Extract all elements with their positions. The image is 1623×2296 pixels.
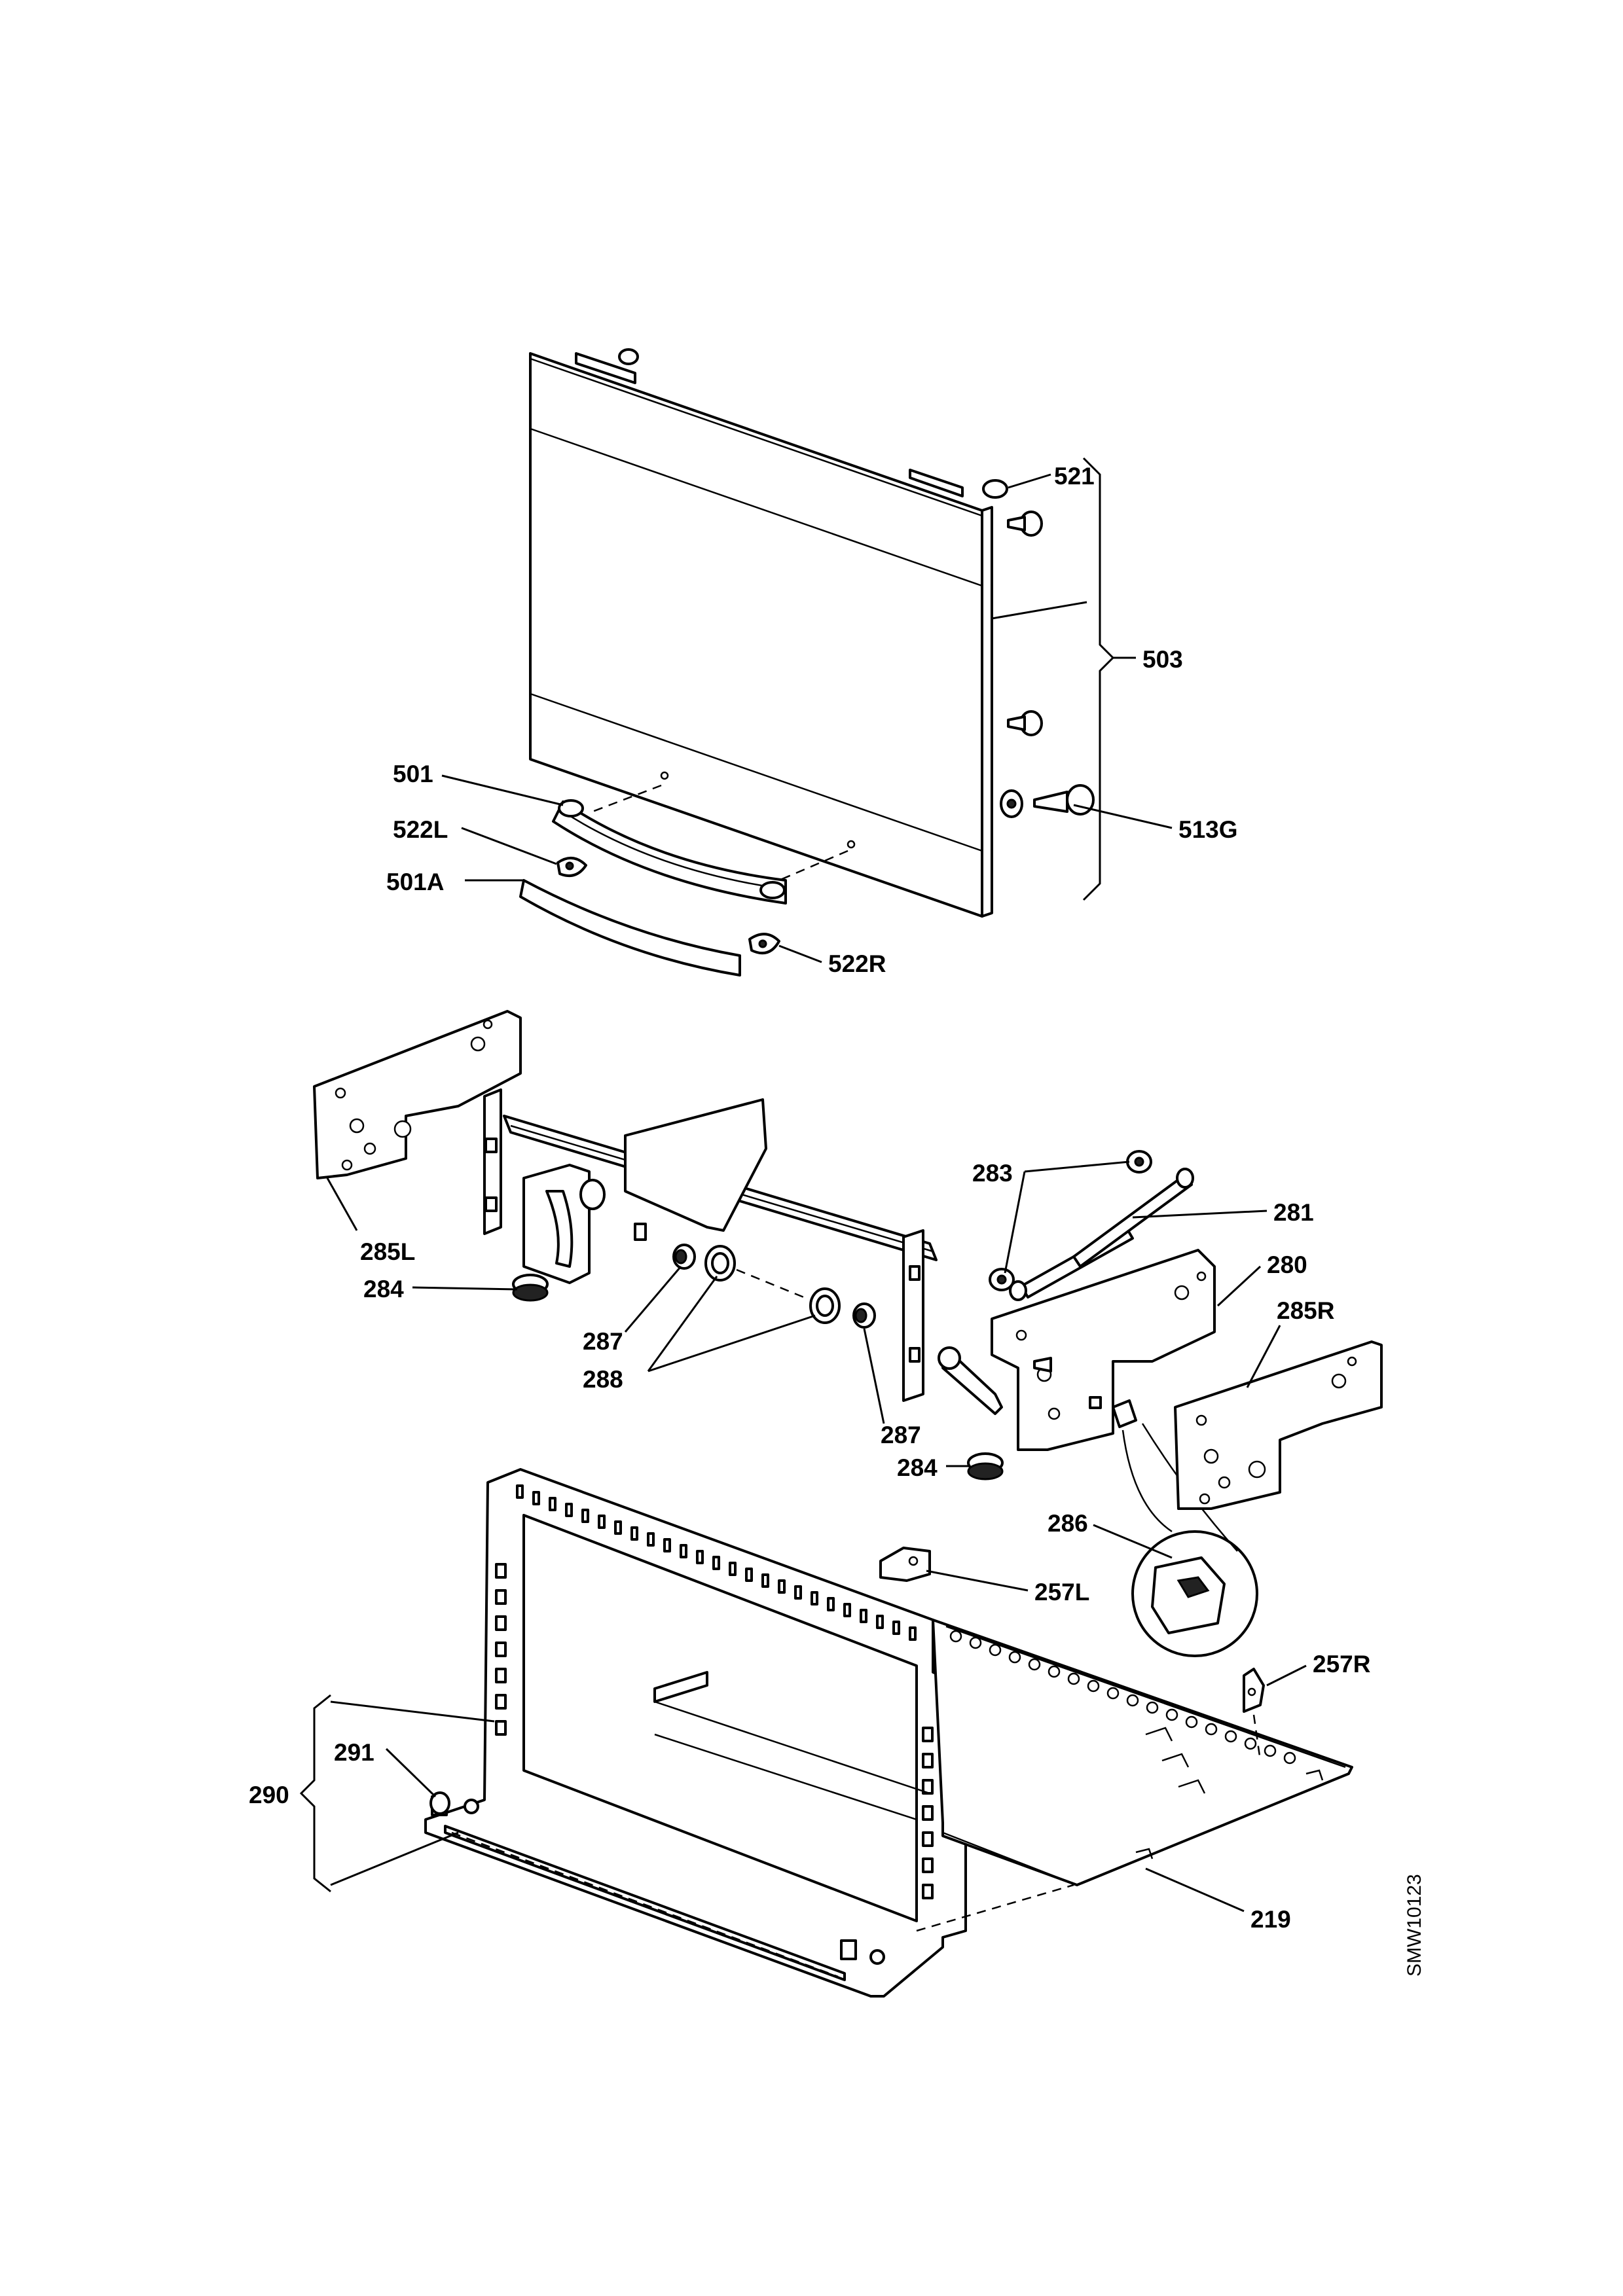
handle-end-cap-522L [556,857,587,877]
door-screws [1000,511,1095,818]
label-283: 283 [972,1160,1013,1187]
label-288: 288 [583,1366,623,1393]
hinge-plate-280 [991,1249,1216,1451]
floor-panel-219 [653,1619,1353,1886]
part-labels: 521 503 501 522L 501A 513G 522R 283 281 … [249,463,1425,1977]
label-513G: 513G [1178,816,1238,843]
label-522R: 522R [828,950,886,977]
bracket-503 [1082,457,1115,901]
label-219: 219 [1250,1906,1291,1933]
bracket-285R [1174,1340,1383,1510]
label-501A: 501A [386,869,444,895]
handle-end-cap-522R [748,933,780,955]
label-501: 501 [393,761,433,787]
drawing-code: SMW10123 [1404,1874,1425,1977]
label-287-left: 287 [583,1328,623,1355]
nut-284-right [967,1452,1004,1480]
label-281: 281 [1273,1199,1314,1226]
pin-291 [429,1791,450,1815]
label-287-right: 287 [881,1422,921,1448]
bushings-287-288 [672,1244,876,1329]
frame-perforations [495,1484,934,1899]
oven-front-frame-290 [424,1468,967,1998]
label-284-left: 284 [363,1276,404,1302]
label-291: 291 [334,1739,374,1766]
label-280: 280 [1267,1251,1307,1278]
bracket-285L [313,1010,522,1179]
label-290: 290 [249,1782,289,1808]
label-522L: 522L [393,816,448,843]
label-521: 521 [1054,463,1095,490]
label-257L: 257L [1034,1579,1089,1605]
oven-door-panel [529,348,993,918]
nut-284-left [512,1274,549,1302]
label-257R: 257R [1313,1651,1370,1677]
label-285R: 285R [1277,1297,1334,1324]
label-503: 503 [1142,646,1183,673]
door-handle-501 [552,799,787,905]
label-285L: 285L [360,1238,415,1265]
leader-lines [326,473,1307,1912]
gas-strut-281 [1009,1168,1194,1301]
label-284-right: 284 [897,1454,938,1481]
clip-286 [1112,1399,1258,1657]
bracket-257R [1243,1668,1265,1761]
bracket-290 [299,1694,331,1893]
label-286: 286 [1048,1510,1088,1537]
hinge-cross-member [483,1088,1003,1415]
cap-521 [982,479,1008,499]
handle-strip-501A [519,879,741,977]
bracket-257L [879,1547,931,1582]
